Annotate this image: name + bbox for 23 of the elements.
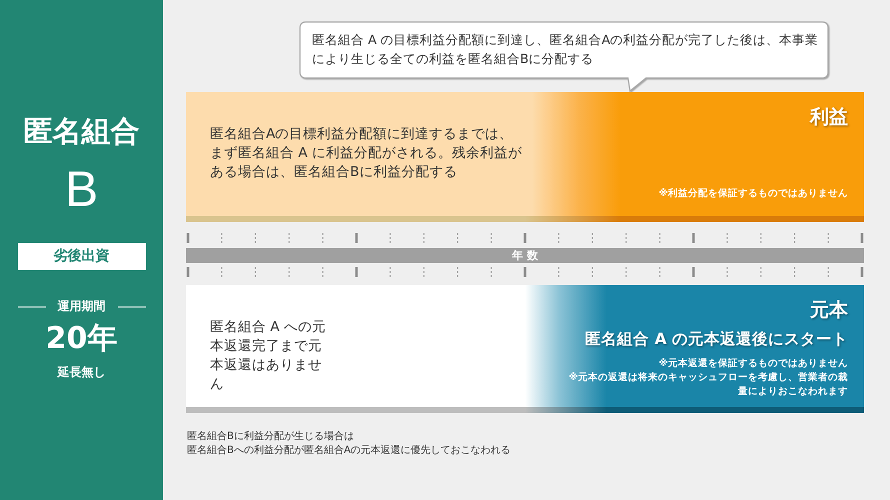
band-description: 匿名組合 A への元本返還完了まで元本返還はありません [210, 318, 327, 394]
period-heading: 運用期間 [56, 298, 106, 315]
principal-band [186, 285, 864, 413]
panel-title: 匿名組合 [22, 113, 140, 150]
callout-text: 匿名組合 A の目標利益分配額に到達し、匿名組合Aの利益分配が完了した後は、本事業により生じる全ての利益を匿名組合Bに分配する [312, 31, 820, 68]
timeline-bar [186, 248, 864, 263]
disclaimer-note: ※利益分配を保証するものではありません [658, 187, 848, 200]
band-subtitle: 匿名組合 A の元本返還後にスタート [585, 329, 848, 350]
band-title: 利益 [810, 105, 848, 130]
band-title: 元本 [810, 298, 848, 323]
label-badge [18, 243, 146, 270]
footnote-text: 匿名組合Bへの利益分配が匿名組合Aの元本返還に優先しておこなわれる [187, 444, 511, 457]
profit-band [186, 92, 864, 222]
side-panel [0, 0, 163, 500]
footnote-text: 匿名組合Bに利益分配が生じる場合は [187, 430, 354, 443]
axis-label: 年 数 [510, 248, 539, 263]
disclaimer-note: ※元本返還を保証するものではありません [658, 357, 848, 370]
panel-letter: B [64, 160, 100, 218]
band-description: 匿名組合Aの目標利益分配額に到達するまでは、まず匿名組合 A に利益分配がされる。残余利益がある場合は、匿名組合Bに利益分配する [210, 125, 522, 182]
badge-text: 劣後出資 [52, 247, 110, 265]
disclaimer-note: ※元本の返還は将来のキャッシュフローを考慮し、営業者の裁量によりおこなわれます [568, 371, 848, 399]
period-note: 延長無し [56, 364, 106, 381]
period-value: 20年 [44, 320, 118, 358]
